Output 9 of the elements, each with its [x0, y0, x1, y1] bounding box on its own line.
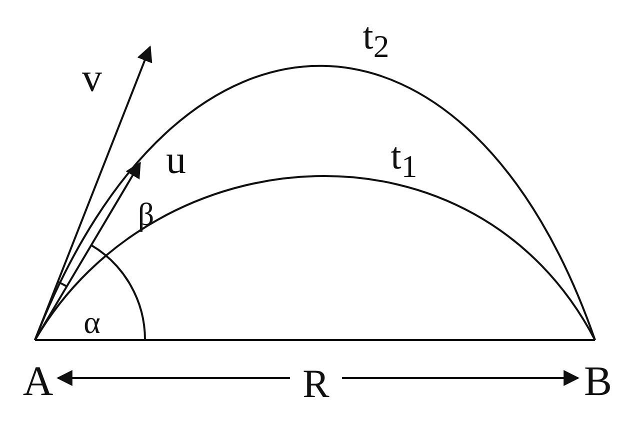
ground-line: [35, 339, 595, 341]
point-label: A: [22, 361, 54, 403]
symbol-label: α: [84, 306, 100, 338]
symbol-label: v: [82, 58, 102, 98]
edge-label: t$_{2}$: [362, 17, 390, 63]
symbol-label: u: [166, 140, 186, 180]
point-label: B: [584, 361, 612, 403]
range-label: R: [302, 364, 330, 404]
edge-label: t$_{1}$: [390, 137, 418, 183]
